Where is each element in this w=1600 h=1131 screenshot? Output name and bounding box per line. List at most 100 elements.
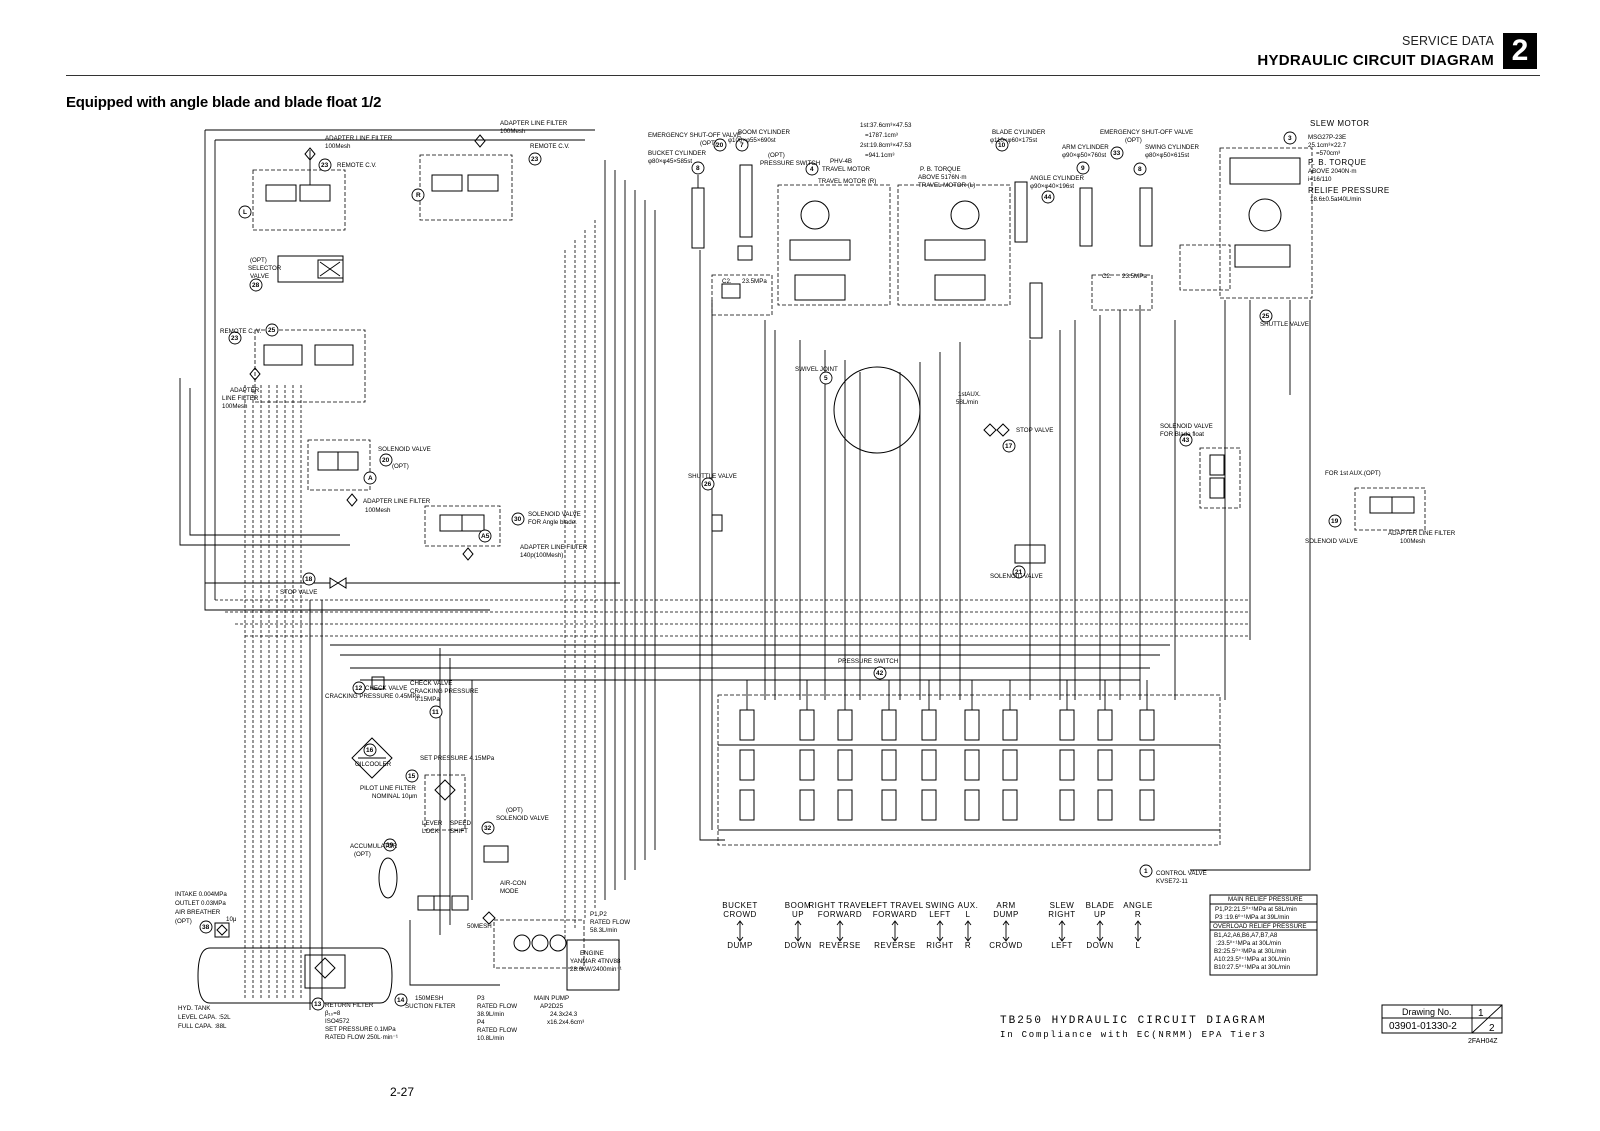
svg-text:ABOVE 2040N·m: ABOVE 2040N·m (1308, 168, 1357, 175)
svg-text:AP2D25: AP2D25 (540, 1003, 564, 1010)
svg-text:18.6±0.5at40L/min: 18.6±0.5at40L/min (1310, 196, 1362, 203)
svg-text:25: 25 (268, 327, 276, 334)
svg-text:RATED FLOW: RATED FLOW (590, 919, 630, 926)
drawing-number-box: Drawing No. 03901-01330-2 1 2 2FAH04Z (1381, 1004, 1503, 1045)
function-direction-up: RIGHT (1048, 910, 1075, 919)
page-number: 2-27 (390, 1085, 415, 1099)
svg-text:FOR Angle blade.: FOR Angle blade. (528, 519, 577, 526)
svg-text:17: 17 (1005, 443, 1013, 450)
svg-text:RATED FLOW: RATED FLOW (477, 1027, 517, 1034)
spool-section (881, 789, 897, 821)
svg-text:STOP VALVE: STOP VALVE (1016, 427, 1053, 434)
svg-text:C2.: C2. (1102, 273, 1112, 280)
function-name: BUCKET (722, 901, 757, 910)
svg-text:ADAPTER LINE FILTER: ADAPTER LINE FILTER (363, 498, 431, 505)
svg-text:REMOTE C.V.: REMOTE C.V. (337, 162, 377, 169)
svg-text:16: 16 (366, 747, 374, 754)
svg-text:AIR-CON: AIR-CON (500, 880, 526, 887)
svg-text:PHV-4B: PHV-4B (830, 158, 852, 165)
svg-text:KVSE72-11: KVSE72-11 (1156, 878, 1188, 885)
svg-text:SPEED: SPEED (450, 820, 472, 827)
svg-text:ADAPTER LINE FILTER: ADAPTER LINE FILTER (1388, 530, 1456, 537)
page-title: HYDRAULIC CIRCUIT DIAGRAM (1257, 52, 1494, 69)
drawing-no-label: Drawing No. (1402, 1007, 1452, 1017)
svg-text:CHECK VALVE: CHECK VALVE (365, 685, 407, 692)
svg-text:23.5MPa: 23.5MPa (742, 278, 767, 285)
svg-text:ADAPTER: ADAPTER (230, 387, 260, 394)
drawing-code: 2FAH04Z (1468, 1038, 1498, 1045)
svg-text:32: 32 (484, 825, 492, 832)
function-name: AUX. (958, 901, 979, 910)
svg-text:18: 18 (305, 576, 313, 583)
direction-arrow (936, 920, 944, 942)
spool-section (1097, 789, 1113, 821)
svg-text:(OPT): (OPT) (250, 257, 267, 264)
svg-text:LINE FILTER: LINE FILTER (222, 395, 259, 402)
svg-text:50MESH: 50MESH (467, 923, 492, 930)
svg-text:SWIVEL JOINT: SWIVEL JOINT (795, 366, 838, 373)
direction-arrow (1096, 920, 1104, 942)
svg-text:P1,P2:21.5⁰⁺¹MPa at 58L/min: P1,P2:21.5⁰⁺¹MPa at 58L/min (1215, 906, 1297, 913)
function-direction-down: R (965, 941, 971, 950)
svg-text:OUTLET 0.03MPa: OUTLET 0.03MPa (175, 900, 226, 907)
svg-text:23: 23 (531, 156, 539, 163)
svg-text:A: A (368, 475, 373, 482)
function-name: BLADE (1086, 901, 1115, 910)
svg-text:ADAPTER LINE FILTER: ADAPTER LINE FILTER (500, 120, 568, 127)
direction-arrow (1058, 920, 1066, 942)
spool-section (799, 749, 815, 781)
svg-text:1: 1 (1144, 868, 1148, 875)
svg-text:(OPT): (OPT) (354, 851, 371, 858)
svg-text:38.9L/min: 38.9L/min (477, 1011, 505, 1018)
schematic-labels: ADAPTER LINE FILTER 100Mesh REMOTE C.V. … (175, 119, 1456, 1042)
svg-text:11: 11 (432, 709, 439, 716)
function-direction-down: DUMP (727, 941, 753, 950)
svg-text:8: 8 (1138, 166, 1142, 173)
svg-text:10.8L/min: 10.8L/min (477, 1035, 505, 1042)
svg-text:1stAUX.: 1stAUX. (958, 391, 981, 398)
svg-text:P1,P2: P1,P2 (590, 911, 607, 918)
svg-text:LEVER: LEVER (422, 820, 443, 827)
svg-text:SET PRESSURE 0.1MPa: SET PRESSURE 0.1MPa (325, 1026, 396, 1033)
svg-text:P3: P3 (477, 995, 485, 1002)
svg-text:SOLENOID VALVE: SOLENOID VALVE (378, 446, 431, 453)
spool-section (799, 789, 815, 821)
trunk-lines (564, 160, 1311, 940)
spool-section (1002, 749, 1018, 781)
spool-section (837, 749, 853, 781)
function-name: ANGLE (1123, 901, 1153, 910)
svg-text:28.6kW/2400min⁻¹: 28.6kW/2400min⁻¹ (570, 966, 622, 973)
function-direction-up: UP (792, 910, 804, 919)
svg-text:SHUTTLE VALVE: SHUTTLE VALVE (1260, 321, 1309, 328)
title-block: TB250 HYDRAULIC CIRCUIT DIAGRAM In Compl… (1000, 1015, 1265, 1040)
svg-text:ISO4572: ISO4572 (325, 1018, 350, 1025)
function-name: BOOM (785, 901, 811, 910)
svg-text:MAIN PUMP: MAIN PUMP (534, 995, 569, 1002)
left-pilot-section (179, 129, 620, 1010)
svg-text:24.3x24.3: 24.3x24.3 (550, 1011, 578, 1018)
function-direction-up: CROWD (723, 910, 757, 919)
spool-section (1059, 749, 1075, 781)
svg-text:20: 20 (382, 457, 390, 464)
svg-text:TRAVEL MOTOR (L): TRAVEL MOTOR (L) (918, 182, 975, 189)
svg-text:9: 9 (1081, 165, 1085, 172)
svg-text:25: 25 (1262, 313, 1270, 320)
svg-text:(OPT): (OPT) (175, 918, 192, 925)
svg-text:B10:27.5⁰⁺¹MPa at 30L/min: B10:27.5⁰⁺¹MPa at 30L/min (1214, 964, 1290, 971)
function-direction-down: REVERSE (874, 941, 916, 950)
svg-text:φ100×φ55×690st: φ100×φ55×690st (728, 137, 776, 144)
spool-section (964, 749, 980, 781)
direction-arrow (1134, 920, 1142, 942)
svg-text:SWING CYLINDER: SWING CYLINDER (1145, 144, 1200, 151)
svg-text:4: 4 (810, 166, 814, 173)
svg-text:8: 8 (696, 165, 700, 172)
svg-text:TRAVEL MOTOR: TRAVEL MOTOR (822, 166, 871, 173)
svg-text:PRESSURE SWITCH: PRESSURE SWITCH (838, 658, 898, 665)
svg-text:SET PRESSURE 4.15MPa: SET PRESSURE 4.15MPa (420, 755, 495, 762)
svg-text:0.15MPa: 0.15MPa (415, 696, 440, 703)
spool-section (837, 709, 853, 741)
svg-text:42: 42 (876, 670, 884, 677)
spool-section (1139, 749, 1155, 781)
svg-text:CRACKING PRESSURE: CRACKING PRESSURE (410, 688, 478, 695)
control-valve-bank (717, 680, 1221, 846)
